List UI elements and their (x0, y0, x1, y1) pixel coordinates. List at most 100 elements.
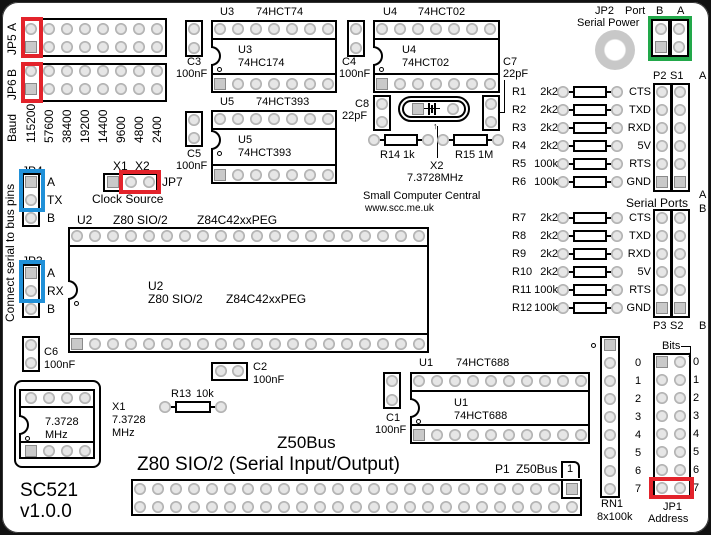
u3-pin[interactable] (232, 78, 244, 90)
serial-group-1-pin[interactable] (656, 266, 668, 278)
c6-pad[interactable] (25, 357, 37, 369)
rn1-pin[interactable] (604, 357, 616, 369)
serial-group-0-pin[interactable] (656, 104, 668, 116)
x1-pin[interactable] (43, 392, 55, 404)
serial-group-1-pin[interactable] (656, 284, 668, 296)
jp1-pin[interactable] (674, 410, 686, 422)
u4-pin[interactable] (376, 78, 388, 90)
resistor-pad[interactable] (611, 176, 623, 188)
u5-pin[interactable] (322, 169, 334, 181)
u5-pin[interactable] (286, 169, 298, 181)
u2-pin[interactable] (341, 338, 353, 350)
u2-pin[interactable] (287, 338, 299, 350)
c8-pad[interactable] (376, 98, 388, 110)
u5-pin[interactable] (250, 169, 262, 181)
u2-pin[interactable] (269, 230, 281, 242)
u1-pin[interactable] (575, 429, 587, 441)
u2-pin[interactable] (305, 338, 317, 350)
p1-pin[interactable] (440, 501, 452, 513)
u1-pin[interactable] (467, 429, 479, 441)
resistor-pad[interactable] (557, 266, 569, 278)
u3-pin[interactable] (232, 23, 244, 35)
c3-pad[interactable] (188, 23, 200, 35)
jp1-pin[interactable] (674, 464, 686, 476)
u1-pin[interactable] (539, 375, 551, 387)
p1-pin[interactable] (224, 501, 236, 513)
p1-pin[interactable] (170, 501, 182, 513)
u1-pin[interactable] (557, 429, 569, 441)
resistor-pad[interactable] (611, 230, 623, 242)
u4-pin[interactable] (466, 23, 478, 35)
p1-pin[interactable] (404, 483, 416, 495)
u4-pin[interactable] (466, 78, 478, 90)
resistor-pad[interactable] (557, 212, 569, 224)
jp1-pin[interactable] (674, 392, 686, 404)
jp6-pin[interactable] (97, 83, 109, 95)
u4-pin[interactable] (448, 78, 460, 90)
jp7-pin[interactable] (107, 176, 119, 188)
p1-pin[interactable] (332, 501, 344, 513)
jp7-pin[interactable] (125, 176, 137, 188)
p1-pin[interactable] (458, 483, 470, 495)
u1-pin[interactable] (431, 375, 443, 387)
jp1-pin[interactable] (674, 374, 686, 386)
p1-pin[interactable] (530, 501, 542, 513)
p1-pin[interactable] (134, 501, 146, 513)
p1-pin[interactable] (296, 501, 308, 513)
resistor-pad[interactable] (611, 284, 623, 296)
u2-pin[interactable] (143, 230, 155, 242)
p1-pin[interactable] (224, 483, 236, 495)
u2-pin[interactable] (395, 230, 407, 242)
jp1-pin[interactable] (656, 356, 668, 368)
p1-pin[interactable] (404, 501, 416, 513)
x2-pad[interactable] (447, 103, 459, 115)
jp6-pin[interactable] (151, 65, 163, 77)
u2-pin[interactable] (359, 338, 371, 350)
jp5-pin[interactable] (43, 41, 55, 53)
jp1-pin[interactable] (656, 428, 668, 440)
resistor-pad[interactable] (557, 86, 569, 98)
u3-pin[interactable] (268, 78, 280, 90)
u2-pin[interactable] (161, 230, 173, 242)
u2-pin[interactable] (359, 230, 371, 242)
u1-pin[interactable] (503, 375, 515, 387)
jp2-pin[interactable] (673, 41, 685, 53)
jp6-pin[interactable] (133, 65, 145, 77)
serial-group-1-pin[interactable] (674, 302, 686, 314)
jp1-pin[interactable] (674, 482, 686, 494)
p1-pin[interactable] (350, 501, 362, 513)
u3-pin[interactable] (322, 23, 334, 35)
p1-pin[interactable] (512, 501, 524, 513)
serial-group-1-pin[interactable] (656, 302, 668, 314)
u1-pin[interactable] (485, 375, 497, 387)
p1-pin[interactable] (422, 483, 434, 495)
u2-pin[interactable] (197, 230, 209, 242)
u2-pin[interactable] (89, 230, 101, 242)
u4-pin[interactable] (394, 23, 406, 35)
resistor-pad[interactable] (611, 158, 623, 170)
resistor-pad[interactable] (611, 104, 623, 116)
p1-pin[interactable] (422, 501, 434, 513)
u2-pin[interactable] (341, 230, 353, 242)
u2-pin[interactable] (89, 338, 101, 350)
u2-pin[interactable] (269, 338, 281, 350)
u2-pin[interactable] (323, 230, 335, 242)
p1-pin[interactable] (386, 501, 398, 513)
u2-pin[interactable] (107, 338, 119, 350)
p1-pin[interactable] (476, 483, 488, 495)
u2-pin[interactable] (179, 338, 191, 350)
jp5-pin[interactable] (43, 23, 55, 35)
jp5-pin[interactable] (133, 41, 145, 53)
c5-pad[interactable] (188, 114, 200, 126)
u1-pin[interactable] (449, 429, 461, 441)
jp2-pin[interactable] (655, 23, 667, 35)
jp6-pin[interactable] (115, 83, 127, 95)
c1-pad[interactable] (386, 394, 398, 406)
u5-pin[interactable] (286, 113, 298, 125)
jp5-pin[interactable] (151, 41, 163, 53)
rn1-pin[interactable] (604, 393, 616, 405)
jp6-pin[interactable] (97, 65, 109, 77)
x1-pin[interactable] (25, 445, 37, 457)
r15-pad[interactable] (437, 134, 449, 146)
resistor-pad[interactable] (611, 266, 623, 278)
